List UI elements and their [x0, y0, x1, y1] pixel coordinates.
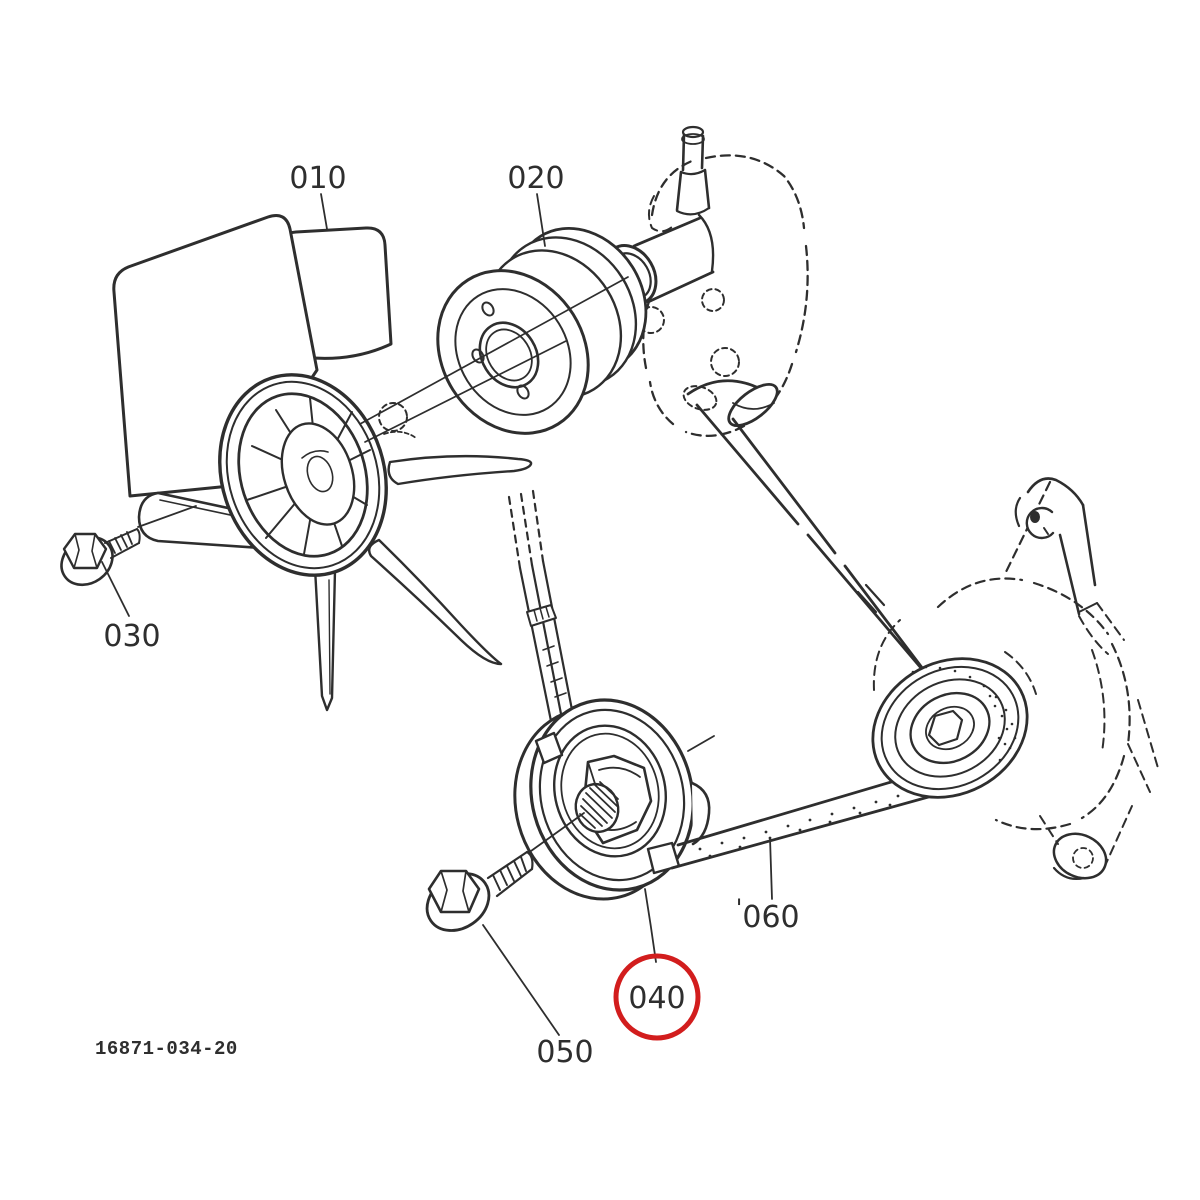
callout-060-label: 060	[742, 900, 799, 935]
callout-labels: 010 020 030 040 050 ' 060	[103, 161, 799, 1070]
water-pump-outlet-pipe	[686, 379, 779, 427]
alternator-pulley	[871, 657, 1029, 799]
fan-belt-lower-strand	[670, 770, 934, 870]
callout-060-tick: '	[736, 894, 743, 922]
alternator-top-bracket	[1002, 477, 1125, 655]
fan-pulley-illustration	[436, 227, 648, 435]
alternator-illustration	[871, 477, 1159, 880]
callout-030-label: 030	[103, 619, 160, 654]
callout-050-label: 050	[536, 1035, 593, 1070]
drawing-number: 16871-034-20	[95, 1038, 238, 1060]
splined-bore	[574, 781, 620, 834]
bolt-050-illustration	[425, 850, 534, 932]
fan-hub	[218, 373, 388, 577]
highlight-circle	[613, 953, 701, 1041]
crankshaft-pulley-illustration	[513, 698, 711, 901]
fan-belt-top-strand	[695, 403, 950, 704]
pulley-groove-stipple	[911, 665, 1017, 762]
alternator-bottom-mount	[1039, 805, 1133, 880]
bolt-030-illustration	[60, 528, 141, 587]
cooling-fan-illustration	[112, 214, 533, 712]
leader-lines	[101, 193, 773, 1036]
callout-020-label: 020	[507, 161, 564, 196]
water-pump-hose-stub	[681, 125, 705, 172]
fan-belt-front-strand	[507, 489, 575, 723]
callout-010-label: 010	[289, 161, 346, 196]
callout-040-label: 040	[628, 981, 685, 1016]
assembly-axis-lines	[359, 276, 629, 443]
